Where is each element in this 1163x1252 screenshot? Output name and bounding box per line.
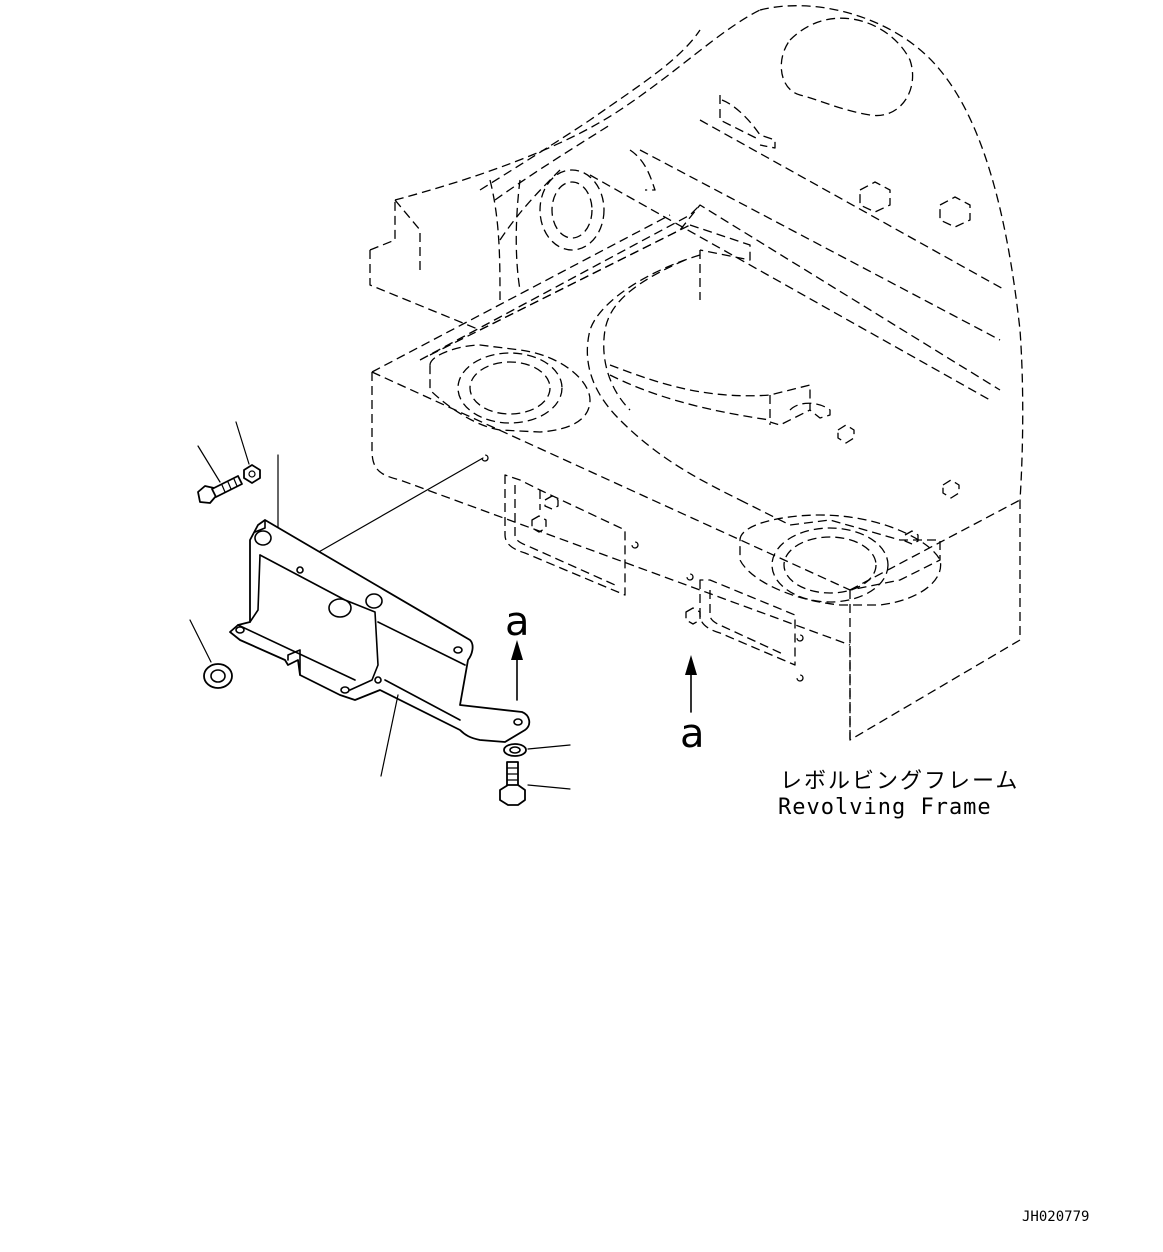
bolt [499,761,526,806]
bolt [197,475,243,504]
spacer-ring [203,663,233,689]
washer [243,464,261,484]
washer [503,743,527,757]
leader-lines [189,421,571,790]
drawing-code: JH020779 [1022,1209,1089,1225]
revolving-frame-outline [369,5,1024,741]
cover-bracket [229,519,531,743]
frame-label-jp: レボルビングフレーム [780,769,1019,794]
view-marker-left: a [505,599,530,645]
view-arrow-right: a [680,655,705,757]
view-marker-right: a [680,711,705,757]
frame-label-en: Revolving Frame [778,795,992,820]
view-arrow-left: a [505,599,530,701]
